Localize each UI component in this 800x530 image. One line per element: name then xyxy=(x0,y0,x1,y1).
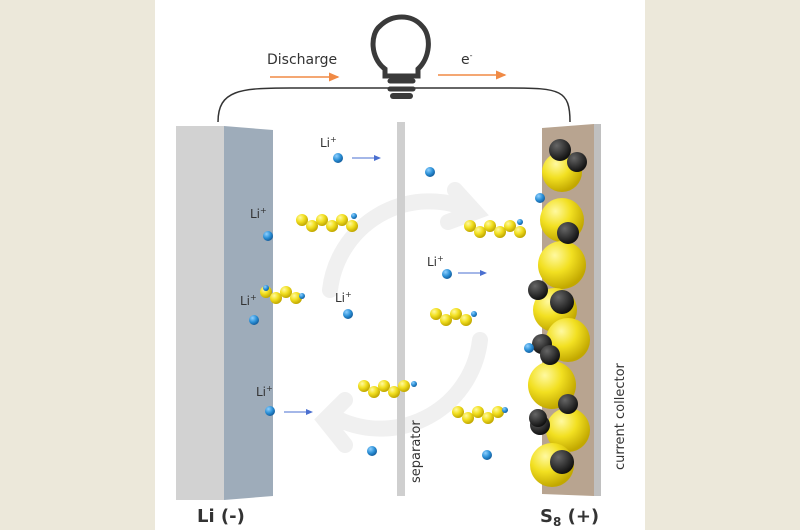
cathode-label-main: S xyxy=(540,506,553,527)
sulfur-atom xyxy=(260,286,272,298)
lithium-atom xyxy=(299,293,305,299)
sulfur-atom xyxy=(398,380,410,392)
sulfur-atom xyxy=(378,380,390,392)
sulfur-atom xyxy=(388,386,400,398)
sulfur-atom xyxy=(504,220,516,232)
carbon-particle xyxy=(567,152,587,172)
sulfur-atom xyxy=(290,292,302,304)
ion-label-text: Li xyxy=(240,294,250,308)
lithium-ion-label: Li+ xyxy=(427,254,444,269)
lithium-ion xyxy=(482,450,492,460)
sulfur-atom xyxy=(464,220,476,232)
sulfur-atom xyxy=(452,406,464,418)
carbon-particle xyxy=(557,222,579,244)
lithium-ion xyxy=(265,406,275,416)
lithium-ion xyxy=(333,153,343,163)
ion-label-sup: + xyxy=(260,206,267,215)
lithium-ion xyxy=(442,269,452,279)
cycle-arrows xyxy=(314,182,489,453)
carbon-particle xyxy=(558,394,578,414)
ion-label-sup: + xyxy=(345,290,352,299)
lithium-atom xyxy=(517,219,523,225)
sulfur-atom xyxy=(482,412,494,424)
separator-label: separator xyxy=(409,420,424,483)
ion-label-text: Li xyxy=(250,207,260,221)
sulfur-atom xyxy=(358,380,370,392)
sulfur-atom xyxy=(440,314,452,326)
lithium-anode xyxy=(176,126,273,500)
carbon-particle xyxy=(528,280,548,300)
sulfur-atom xyxy=(492,406,504,418)
lithium-atom xyxy=(263,285,269,291)
lithium-ion xyxy=(343,309,353,319)
sulfur-atom xyxy=(368,386,380,398)
lithium-ion xyxy=(535,193,545,203)
sulfur-atom xyxy=(514,226,526,238)
ion-label-text: Li xyxy=(335,291,345,305)
carbon-particle xyxy=(550,450,574,474)
ion-label-text: Li xyxy=(256,385,266,399)
carbon-particle xyxy=(549,139,571,161)
lithium-ion xyxy=(524,343,534,353)
lithium-ion xyxy=(425,167,435,177)
lithium-ion-label: Li+ xyxy=(320,135,337,150)
lithium-ion xyxy=(367,446,377,456)
lithium-ion-labels: Li+Li+Li+Li+Li+Li+ xyxy=(240,135,444,399)
sulfur-atom xyxy=(316,214,328,226)
ion-label-sup: + xyxy=(330,135,337,144)
sulfur-particle xyxy=(546,408,590,452)
sulfur-atom xyxy=(460,314,472,326)
sulfur-atom xyxy=(296,214,308,226)
sulfur-atom xyxy=(494,226,506,238)
lightbulb-icon xyxy=(370,14,431,99)
sulfur-atom xyxy=(336,214,348,226)
sulfur-atom xyxy=(346,220,358,232)
sulfur-particle xyxy=(538,241,586,289)
electron-label: e- xyxy=(461,51,473,68)
carbon-particle xyxy=(529,409,547,427)
lithium-atom xyxy=(351,213,357,219)
lithium-ion-label: Li+ xyxy=(256,384,273,399)
lithium-atom xyxy=(471,311,477,317)
electron-label-sup: - xyxy=(470,51,473,60)
sulfur-atom xyxy=(462,412,474,424)
lithium-ion-label: Li+ xyxy=(240,293,257,308)
lithium-ion xyxy=(263,231,273,241)
electron-label-text: e xyxy=(461,52,470,68)
sulfur-atom xyxy=(474,226,486,238)
current-collector-label: current collector xyxy=(613,362,628,470)
discharge-label: Discharge xyxy=(267,52,337,68)
cathode-label-tail: (+) xyxy=(561,506,599,527)
lithium-atom xyxy=(411,381,417,387)
sulfur-atom xyxy=(326,220,338,232)
carbon-particle xyxy=(540,345,560,365)
ion-label-text: Li xyxy=(320,136,330,150)
circuit-wire xyxy=(217,87,571,123)
sulfur-atom xyxy=(450,308,462,320)
lithium-atom xyxy=(502,407,508,413)
cathode-label-sub: 8 xyxy=(553,515,561,529)
lithium-ion xyxy=(249,315,259,325)
sulfur-atom xyxy=(430,308,442,320)
molecules xyxy=(249,139,590,487)
cathode-label: S8 (+) xyxy=(540,506,599,529)
ion-label-sup: + xyxy=(437,254,444,263)
ion-label-text: Li xyxy=(427,255,437,269)
sulfur-atom xyxy=(270,292,282,304)
anode-label: Li (-) xyxy=(197,506,245,527)
sulfur-atom xyxy=(280,286,292,298)
sulfur-atom xyxy=(472,406,484,418)
separator xyxy=(397,122,405,496)
ion-label-sup: + xyxy=(250,293,257,302)
lithium-ion-label: Li+ xyxy=(250,206,267,221)
ion-label-sup: + xyxy=(266,384,273,393)
sulfur-atom xyxy=(484,220,496,232)
sulfur-atom xyxy=(306,220,318,232)
carbon-particle xyxy=(550,290,574,314)
lithium-ion-label: Li+ xyxy=(335,290,352,305)
